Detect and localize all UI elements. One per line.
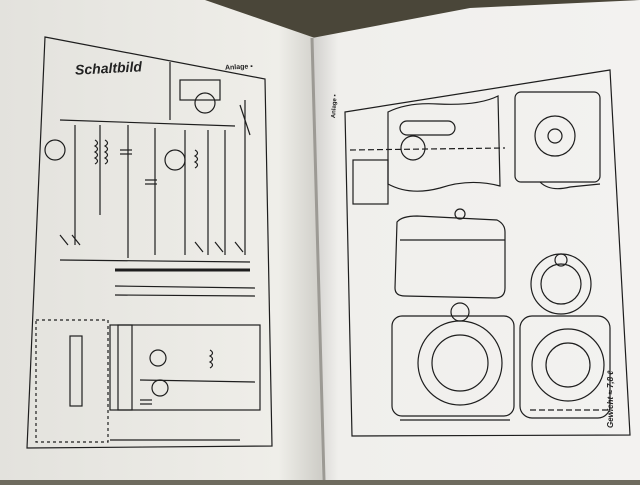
book-gutter: [310, 37, 326, 481]
weight-note: Gewicht ≈ 7,8 ℓ: [606, 370, 615, 428]
left-page: [0, 0, 328, 480]
left-annex-label: Anlage ▪: [224, 63, 253, 72]
mechanical-drawings: [344, 69, 631, 437]
circuit-schematic: [26, 36, 273, 449]
